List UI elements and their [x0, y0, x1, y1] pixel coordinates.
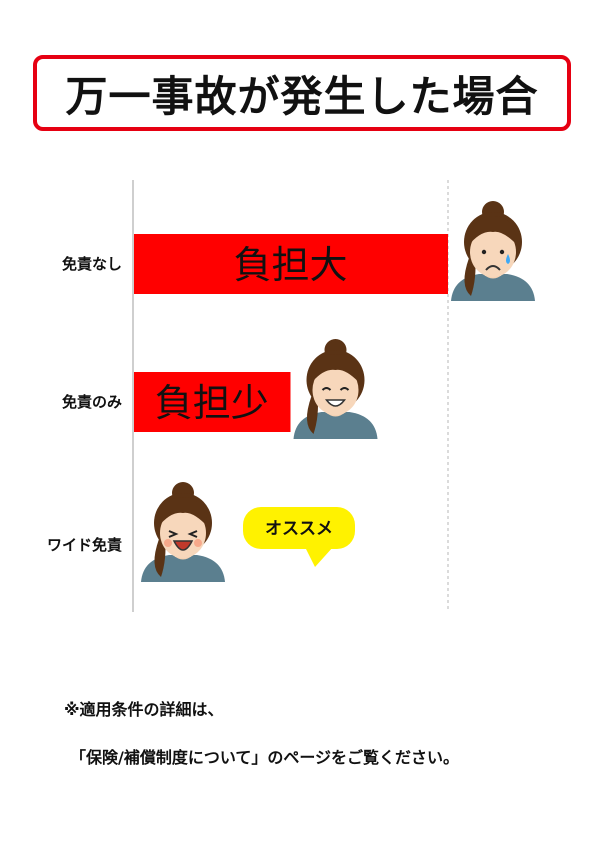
laughing-face-icon	[141, 482, 225, 582]
left-eye	[481, 249, 487, 255]
bangs	[310, 354, 361, 384]
ponytail	[306, 394, 318, 434]
bar-label: 負担大	[233, 243, 347, 287]
bangs	[468, 216, 518, 246]
row-label: 免責のみ	[62, 393, 122, 411]
bangs	[158, 497, 208, 527]
ponytail	[464, 256, 476, 296]
smiling-face-icon	[293, 339, 378, 439]
page-title: 万一事故が発生した場合	[65, 71, 539, 121]
face	[160, 508, 206, 558]
bubble-text: オススメ	[265, 519, 333, 539]
note-conditions: ※適用条件の詳細は、	[64, 700, 224, 719]
title-box: 万一事故が発生した場合	[33, 55, 571, 131]
ponytail	[154, 537, 166, 577]
note-see-page: 「保険/補償制度について」のページをご覧ください。	[70, 748, 460, 767]
bubble-body	[243, 507, 355, 549]
right-cheek	[194, 539, 202, 547]
left-cheek	[164, 539, 172, 547]
right-eye	[187, 530, 198, 538]
row-label: ワイド免責	[47, 536, 122, 554]
bar	[134, 372, 291, 432]
smile	[324, 399, 347, 407]
left-eye	[321, 387, 332, 391]
bubble-tail	[305, 547, 333, 567]
face	[312, 365, 359, 415]
right-eye	[339, 387, 350, 391]
recommend-bubble: オススメ	[243, 507, 355, 567]
open-mouth	[172, 540, 194, 551]
face	[470, 227, 516, 277]
row-label: 免責なし	[62, 255, 122, 273]
crying-face-icon	[451, 201, 535, 301]
teardrop	[506, 254, 510, 264]
right-eye	[499, 249, 505, 255]
frown	[485, 265, 501, 271]
bar	[134, 234, 448, 294]
left-eye	[168, 530, 179, 538]
bar-label: 負担少	[155, 381, 269, 425]
